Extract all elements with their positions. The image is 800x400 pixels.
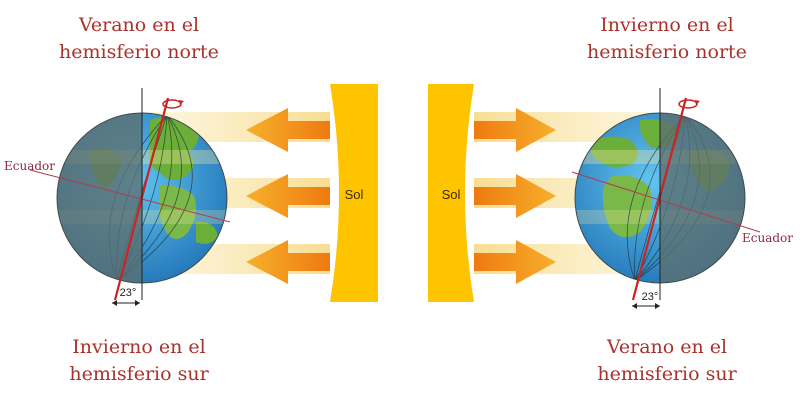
caption-summer-south-right: Verano en el hemisferio sur <box>552 334 782 388</box>
caption-line: Invierno en el <box>600 14 734 36</box>
caption-line: hemisferio norte <box>59 41 219 63</box>
caption-line: Invierno en el <box>72 336 206 358</box>
sunlight-arrow <box>474 174 556 218</box>
equator-label: Ecuador <box>4 159 55 173</box>
caption-summer-north-left: Verano en el hemisferio norte <box>24 12 254 66</box>
sunlight-arrows-left <box>246 108 330 284</box>
equator-line <box>571 171 761 233</box>
rotation-arrow-icon <box>678 99 700 109</box>
sun-right-label: Sol <box>442 187 461 202</box>
sunlight-arrow <box>246 174 330 218</box>
land-mass <box>196 221 218 244</box>
sunlight-arrow <box>246 108 330 152</box>
sun-right-shape <box>428 84 474 302</box>
caption-line: Verano en el <box>606 336 728 358</box>
caption-winter-north-right: Invierno en el hemisferio norte <box>552 12 782 66</box>
caption-line: hemisferio norte <box>587 41 747 63</box>
sunlight-arrows-right <box>474 108 556 284</box>
caption-winter-south-left: Invierno en el hemisferio sur <box>24 334 254 388</box>
rotation-arrow-icon <box>162 99 184 109</box>
caption-line: hemisferio sur <box>597 363 737 385</box>
sunlight-arrow <box>474 108 556 152</box>
sun-left-shape <box>330 84 378 302</box>
sunlight-arrow <box>246 240 330 284</box>
land-mass <box>158 185 196 239</box>
sun-left-label: Sol <box>345 187 364 202</box>
caption-line: Verano en el <box>78 14 200 36</box>
equator-line <box>29 169 231 223</box>
sun-right: Sol <box>428 84 474 302</box>
land-mass <box>149 116 199 181</box>
double-arrow-icon <box>632 303 660 309</box>
double-arrow-icon <box>112 300 140 306</box>
caption-line: hemisferio sur <box>69 363 209 385</box>
tilt-angle-label: 23° <box>642 291 659 303</box>
equator-label: Ecuador <box>742 231 793 245</box>
tilt-angle-label: 23° <box>120 287 137 299</box>
sun-left: Sol <box>330 84 378 302</box>
sunlight-arrow <box>474 240 556 284</box>
land-mass <box>590 136 638 167</box>
